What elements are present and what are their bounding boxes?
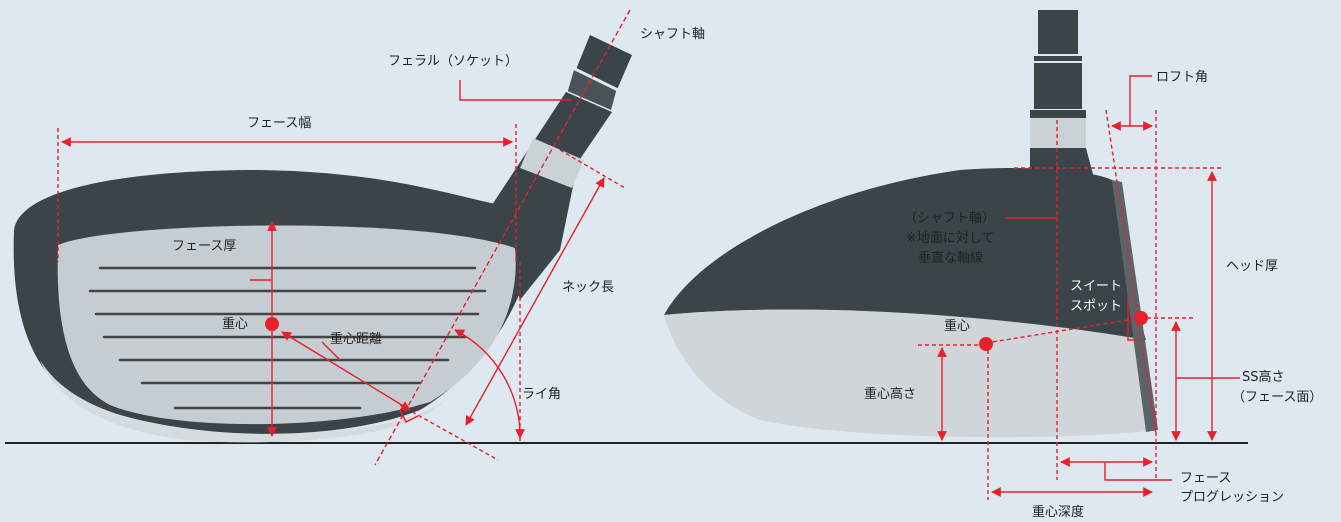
ss-height-label-line1: SS高さ [1242,369,1285,385]
ferrule-label: フェラル（ソケット） [388,54,518,69]
cg-distance-leader [321,341,341,361]
right-angle-marker [399,409,419,423]
shaft-axis-label: シャフト軸 [640,27,705,42]
cg-distance-label: 重心距離 [330,331,382,347]
right-shaft [1038,10,1078,55]
face-progression-label-line1: フェース [1180,471,1231,486]
face-progression-label-line2: プログレッション [1180,490,1284,505]
cg-to-ss-line [985,317,1141,344]
left-cg-dot [265,317,279,331]
face-progression-leader [1104,462,1172,481]
sweet-spot-leader [1127,296,1138,341]
right-crown [664,168,1146,340]
neck-guide-top [559,149,626,189]
cg-depth-label: 重心深度 [1032,504,1084,520]
hosel-band [520,138,584,188]
face-width-label: フェース幅 [247,116,311,131]
cg-height-label: 重心高さ [864,386,916,402]
head-height-label: ヘッド厚 [1226,259,1278,274]
loft-angle-leader [1129,75,1152,126]
sweet-spot-dot [1134,311,1148,325]
neck-guide-bottom [399,404,499,461]
lie-angle-label: ライ角 [522,387,561,402]
ss-height-label-line2: （フェース面） [1232,390,1322,405]
left-sole [40,360,445,443]
face-thickness-label: フェース厚 [172,239,236,254]
right-ferrule [1032,54,1084,111]
right-hosel-band [1030,118,1086,148]
left-head-view: シャフト軸 フェラル（ソケット） フェース幅 フェース厚 ネック長 重心 重心距… [13,9,705,466]
right-sole [664,309,1156,438]
right-cg-dot [979,337,993,351]
shaft-axis-note-line2: ※地面に対して [906,231,995,246]
neck-length-label: ネック長 [562,280,614,295]
sweet-spot-label-line2: スポット [1070,299,1122,314]
loft-face-line [1105,109,1157,436]
left-cg-label: 重心 [222,316,248,332]
right-hosel [1030,110,1094,178]
left-face [57,225,516,425]
ferrule-leader [459,80,572,101]
shaft-axis-note-line3: 垂直な軸線 [918,250,983,266]
shaft-axis-note-line1: （シャフト軸） [904,211,995,226]
cg-distance-arrow [281,331,411,411]
lie-angle-arc [454,329,525,439]
right-head-view: ロフト角 （シャフト軸） ※地面に対して 垂直な軸線 ヘッド厚 スイート スポッ… [664,10,1322,520]
right-cg-label: 重心 [944,318,970,334]
sweet-spot-label-line1: スイート [1070,279,1122,294]
loft-angle-label: ロフト角 [1156,70,1208,85]
